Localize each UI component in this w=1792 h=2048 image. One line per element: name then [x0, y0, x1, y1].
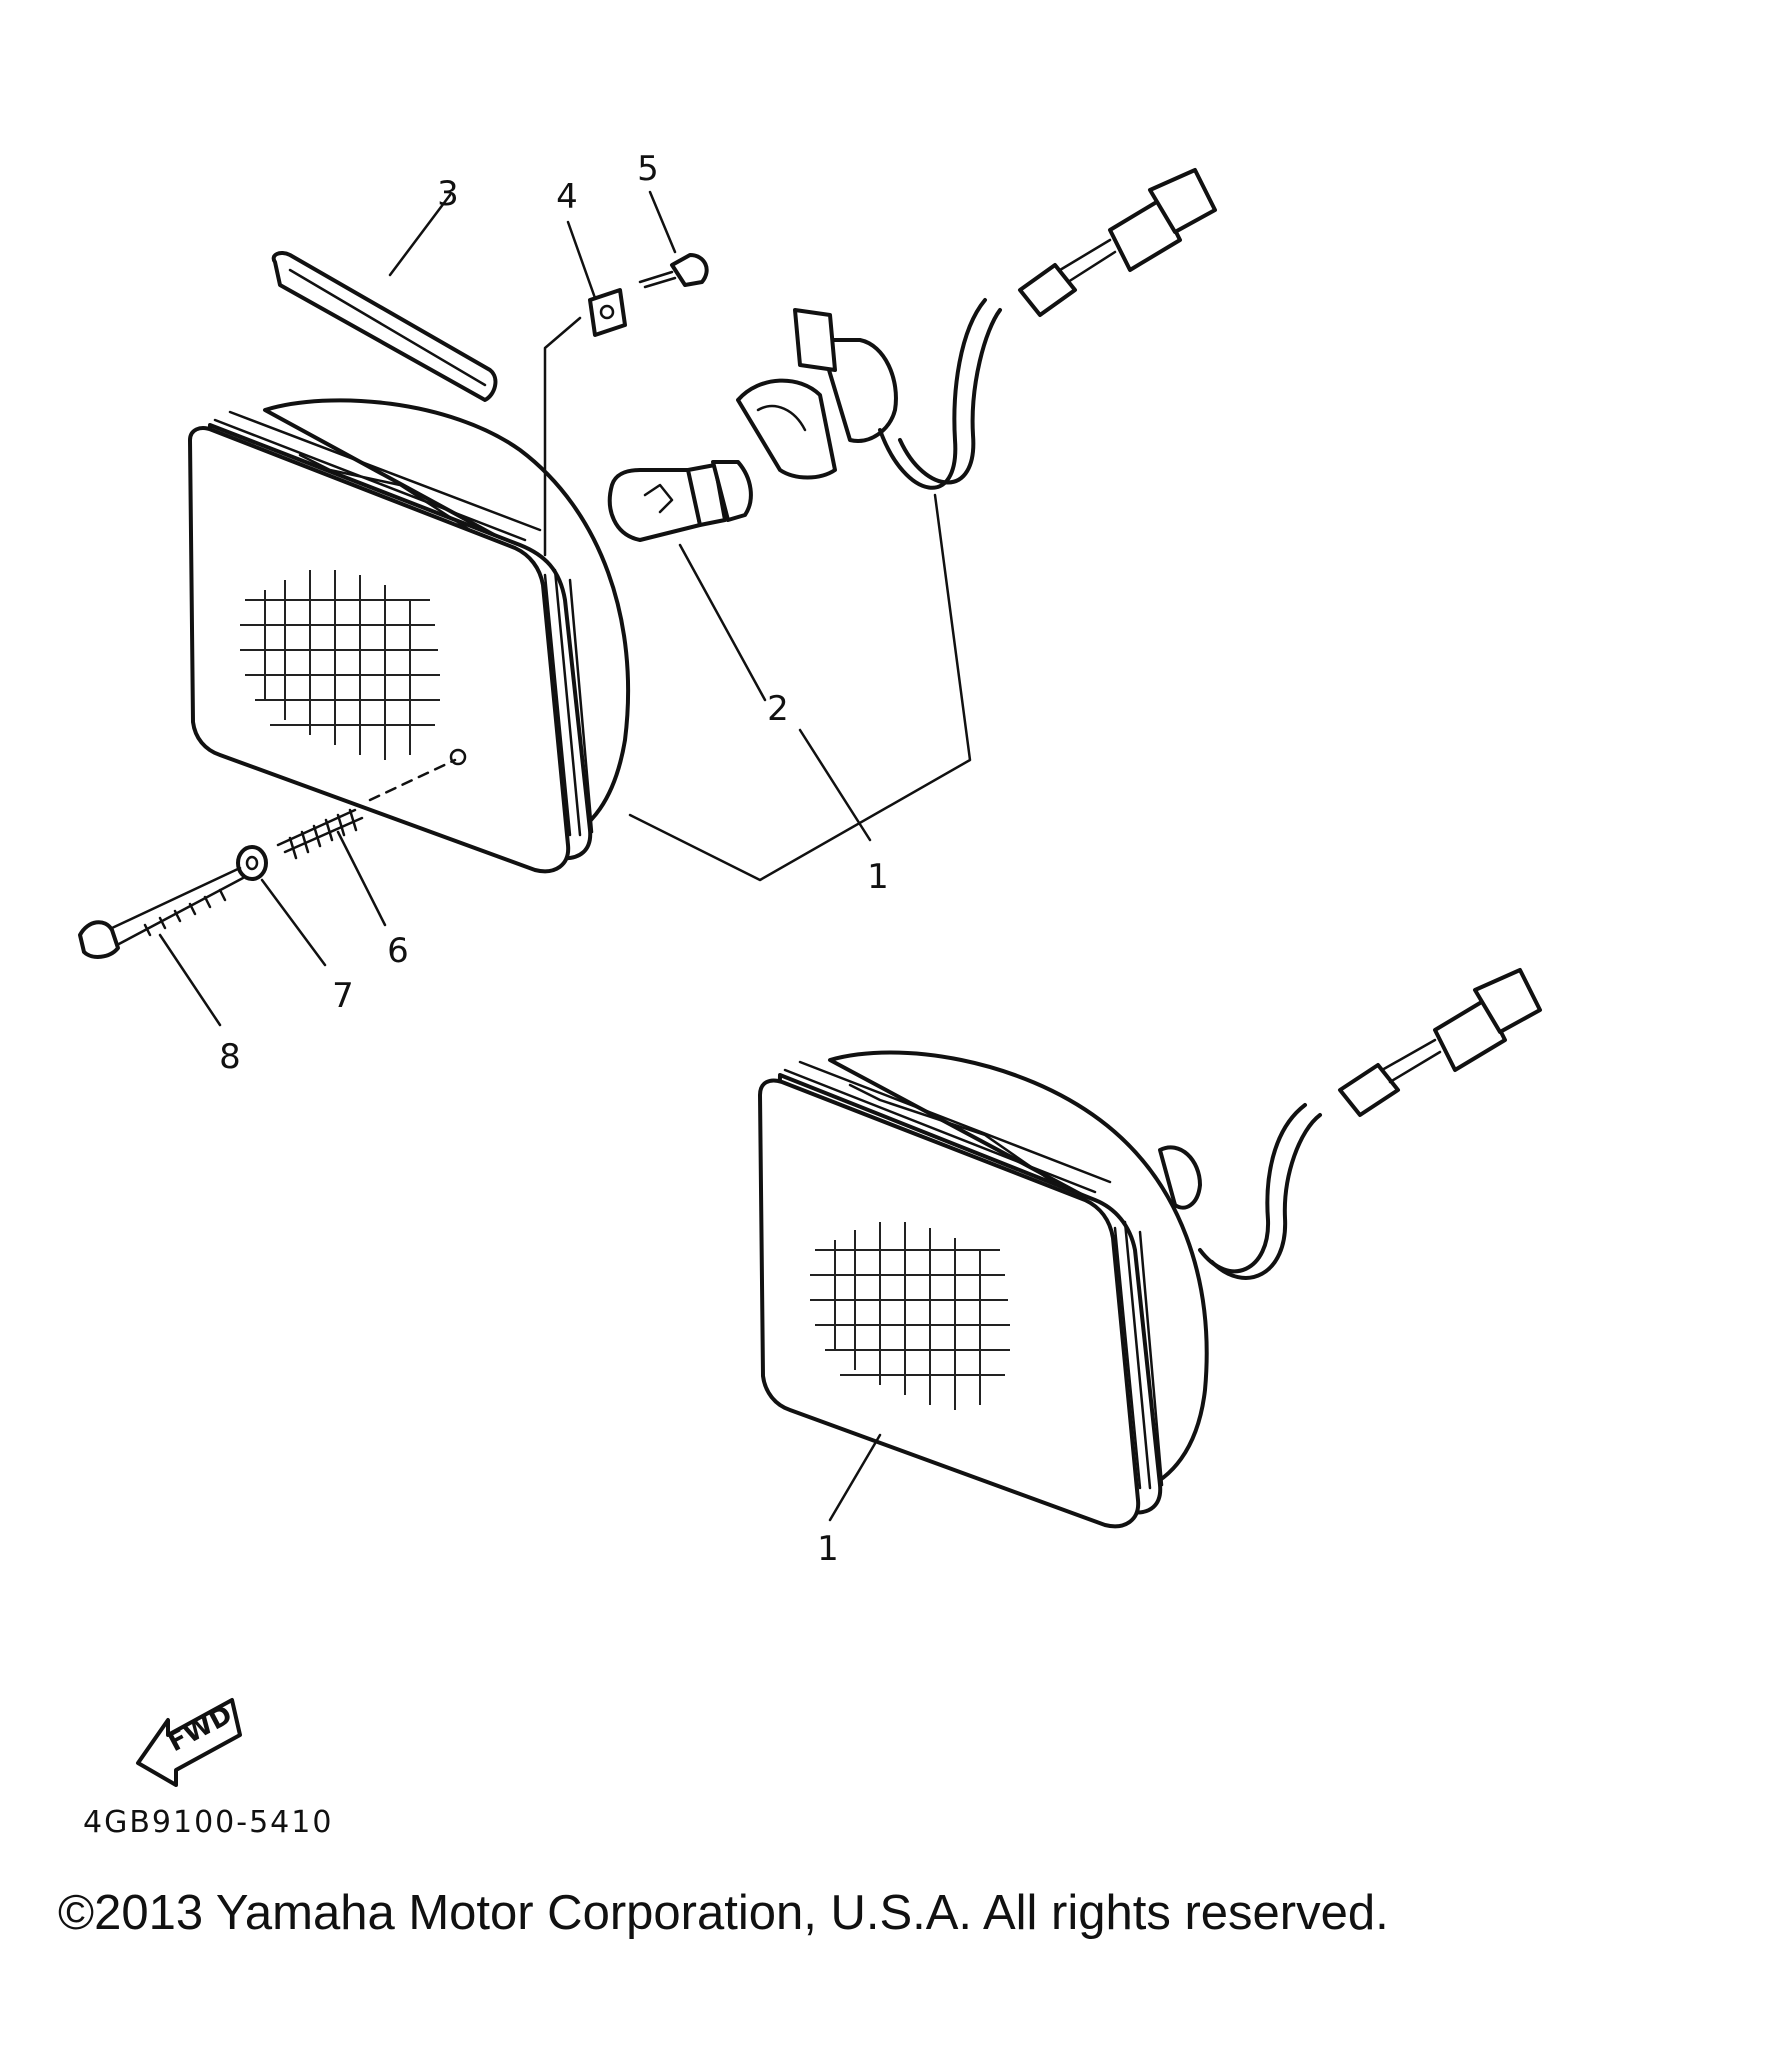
- callout-numbers: 3 4 5 2 1 6 7 8 1: [219, 149, 889, 1569]
- spring: [276, 808, 364, 860]
- lower-wire-harness: [1198, 968, 1542, 1280]
- assembled-light: [758, 968, 1542, 1529]
- callout-4: 4: [556, 177, 578, 217]
- fwd-arrow: FWD: [136, 1698, 242, 1787]
- screw-5: [638, 253, 709, 289]
- upper-lens-pattern: [240, 570, 440, 760]
- screw-hidden-line: [368, 758, 457, 802]
- upper-light-housing: [263, 398, 631, 842]
- callout-3: 3: [437, 174, 459, 214]
- leader-lines: [158, 190, 972, 1027]
- callout-6: 6: [387, 931, 409, 971]
- lower-light-lens: [758, 1078, 1141, 1529]
- screw-8: [78, 866, 245, 959]
- callout-5: 5: [637, 149, 659, 189]
- lower-leader-line: [828, 1433, 882, 1522]
- washer: [236, 845, 268, 881]
- callout-2: 2: [767, 689, 789, 729]
- bulb: [607, 460, 753, 542]
- fwd-arrow-icon: [136, 1698, 242, 1787]
- copyright-notice: ©2013 Yamaha Motor Corporation, U.S.A. A…: [58, 1886, 1389, 1940]
- bulb-socket: [736, 308, 898, 480]
- clip-nut: [588, 288, 627, 337]
- callout-8: 8: [219, 1037, 241, 1077]
- callout-1-lower: 1: [817, 1529, 839, 1569]
- callout-1-upper: 1: [867, 857, 889, 897]
- upper-wire-harness: [878, 168, 1217, 490]
- lower-lens-pattern: [810, 1222, 1010, 1410]
- lower-light-housing: [828, 1050, 1209, 1492]
- exploded-light-assembly: [78, 168, 1217, 1027]
- diagram-code: 4GB9100-5410: [83, 1805, 333, 1840]
- callout-7: 7: [332, 976, 354, 1016]
